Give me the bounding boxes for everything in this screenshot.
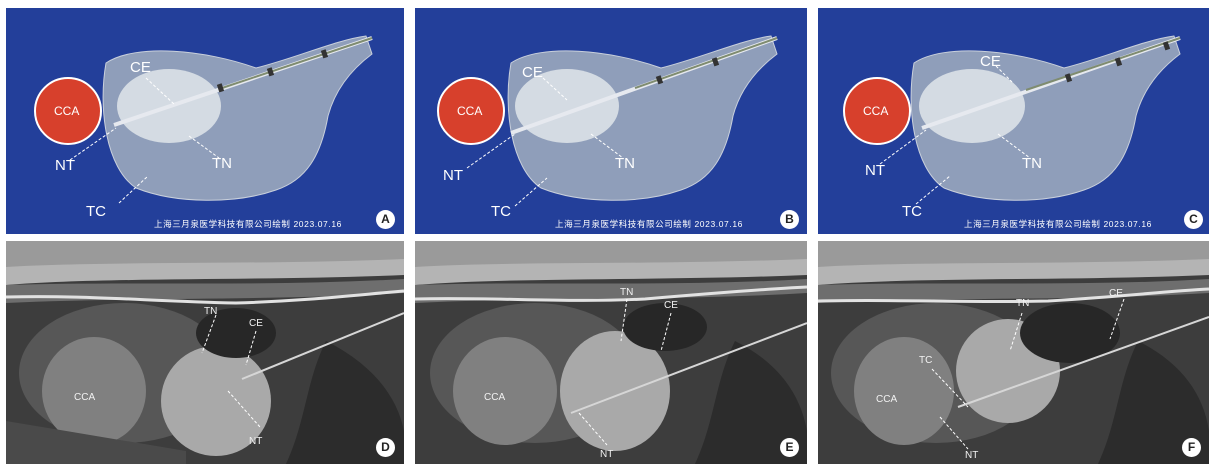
label-tn: TN <box>1016 299 1029 309</box>
panel-tag: D <box>376 438 395 457</box>
ultrasound-panel-d: TN CE CCA NT D <box>6 241 404 464</box>
diagram-panel-b: CCA CE NT TN TC 上海三月泉医学科技有限公司绘制 2023.07.… <box>415 8 807 234</box>
panel-tag: A <box>376 210 395 229</box>
label-ce: CE <box>980 54 1001 69</box>
label-tn: TN <box>212 156 232 171</box>
leader-tc <box>515 178 547 206</box>
label-cca: CCA <box>863 105 888 117</box>
label-cca: CCA <box>457 105 482 117</box>
leader-tc <box>916 176 950 204</box>
diagram-drawing-a <box>6 8 404 234</box>
credit-text: 上海三月泉医学科技有限公司绘制 2023.07.16 <box>555 220 743 229</box>
label-nt: NT <box>443 168 463 183</box>
credit-text: 上海三月泉医学科技有限公司绘制 2023.07.16 <box>964 220 1152 229</box>
label-tn: TN <box>1022 156 1042 171</box>
label-nt: NT <box>865 163 885 178</box>
diagram-drawing-c <box>818 8 1209 234</box>
label-tc: TC <box>86 204 106 219</box>
label-nt: NT <box>965 451 978 461</box>
diagram-panel-c: CCA CE NT TN TC 上海三月泉医学科技有限公司绘制 2023.07.… <box>818 8 1209 234</box>
label-cca: CCA <box>54 105 79 117</box>
ultrasound-image-f <box>818 241 1209 464</box>
diagram-panel-a: CCA CE NT TN TC 上海三月泉医学科技有限公司绘制 2023.07.… <box>6 8 404 234</box>
panel-tag: F <box>1182 438 1201 457</box>
ultrasound-image-d <box>6 241 404 464</box>
label-tc: TC <box>902 204 922 219</box>
label-nt: NT <box>600 450 613 460</box>
panel-tag: B <box>780 210 799 229</box>
ultrasound-panel-f: TN CE TC CCA NT F <box>818 241 1209 464</box>
label-tc: TC <box>491 204 511 219</box>
label-ce: CE <box>1109 289 1123 299</box>
label-ce: CE <box>664 301 678 311</box>
ultrasound-image-e <box>415 241 807 464</box>
label-tn: TN <box>615 156 635 171</box>
label-tn: TN <box>620 288 633 298</box>
label-ce: CE <box>130 60 151 75</box>
panel-tag: E <box>780 438 799 457</box>
label-ce: CE <box>522 65 543 80</box>
label-cca: CCA <box>876 395 897 405</box>
label-ce: CE <box>249 319 263 329</box>
label-cca: CCA <box>74 393 95 403</box>
label-nt: NT <box>55 158 75 173</box>
label-cca: CCA <box>484 393 505 403</box>
credit-text: 上海三月泉医学科技有限公司绘制 2023.07.16 <box>154 220 342 229</box>
thyroid-nodule <box>919 69 1025 143</box>
ultrasound-panel-e: TN CE CCA NT E <box>415 241 807 464</box>
label-tc: TC <box>919 356 932 366</box>
label-nt: NT <box>249 437 262 447</box>
label-tn: TN <box>204 307 217 317</box>
panel-tag: C <box>1184 210 1203 229</box>
diagram-drawing-b <box>415 8 807 234</box>
